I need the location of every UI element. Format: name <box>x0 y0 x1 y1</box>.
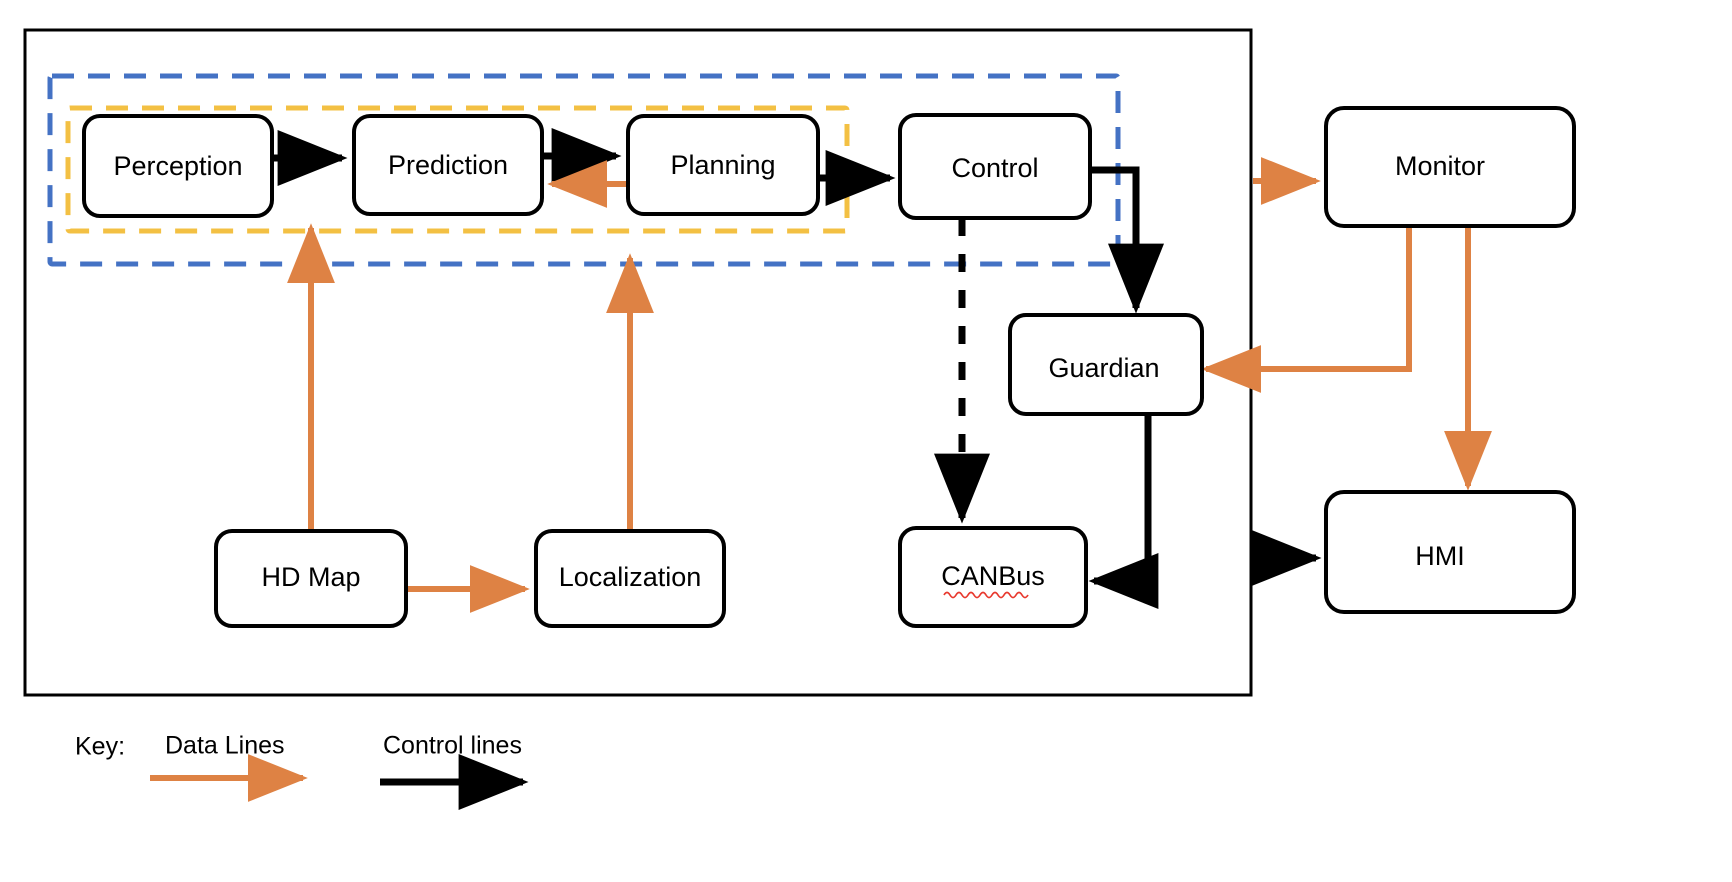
node-guardian-label: Guardian <box>1048 353 1159 383</box>
node-planning[interactable]: Planning <box>626 114 820 216</box>
node-monitor-label: Monitor <box>1395 151 1485 181</box>
legend-data-label: Data Lines <box>165 732 285 760</box>
edge-monitor-to-guardian <box>1201 226 1412 393</box>
node-canbus[interactable]: CANBus <box>898 526 1088 628</box>
node-prediction-label: Prediction <box>388 150 508 180</box>
node-perception[interactable]: Perception <box>82 114 274 218</box>
node-perception-label: Perception <box>113 151 242 181</box>
legend-control-label: Control lines <box>383 732 522 760</box>
node-hdmap[interactable]: HD Map <box>214 529 408 628</box>
node-hmi-label: HMI <box>1415 541 1465 571</box>
edge-control-to-guardian <box>1090 166 1164 314</box>
spellcheck-underline-icon <box>943 591 1029 599</box>
node-hdmap-label: HD Map <box>261 562 360 592</box>
node-guardian[interactable]: Guardian <box>1008 313 1204 416</box>
node-hmi[interactable]: HMI <box>1324 490 1576 614</box>
node-monitor[interactable]: Monitor <box>1324 106 1576 228</box>
legend: Key: Data Lines Control lines <box>75 732 529 810</box>
node-canbus-label: CANBus <box>941 561 1045 591</box>
edge-guardian-to-canbus <box>1088 414 1159 609</box>
node-localization[interactable]: Localization <box>534 529 726 628</box>
node-control-label: Control <box>951 153 1038 183</box>
node-planning-label: Planning <box>670 150 775 180</box>
node-localization-label: Localization <box>559 562 702 592</box>
node-prediction[interactable]: Prediction <box>352 114 544 216</box>
legend-key-label: Key: <box>75 733 125 761</box>
node-control[interactable]: Control <box>898 113 1092 220</box>
